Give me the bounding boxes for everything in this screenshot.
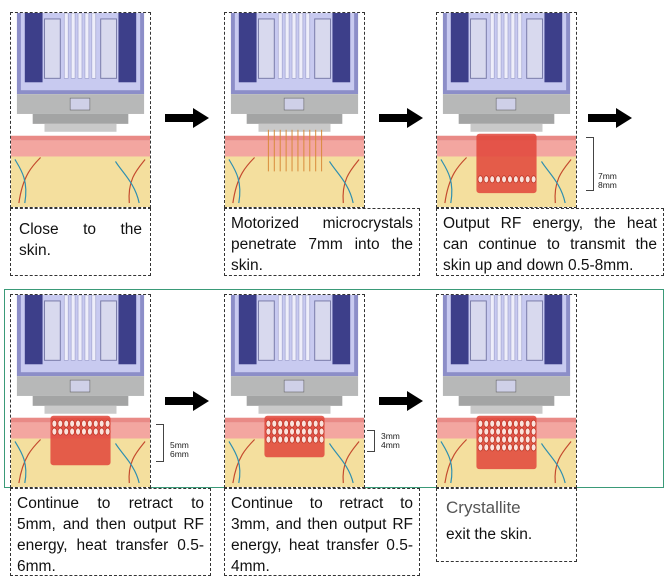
caption-step-4: Continue to retract to 5mm, and then out… [10,488,211,576]
skin-cross-section [225,135,364,207]
caption-step-2: Motorized microcrystals penetrate 7mm in… [224,208,420,276]
caption-step-1: Close to the skin. [10,208,151,276]
device-handpiece [16,13,145,132]
diagram-panel-4 [10,294,151,488]
diagram-panel-1 [10,12,151,208]
caption-step-5: Continue to retract to 3mm, and then out… [224,488,420,576]
device-handpiece [230,295,359,414]
device-handpiece [442,295,571,414]
diagram-panel-5 [224,294,365,488]
diagram-panel-2 [224,12,365,208]
arrow-right-icon [165,391,209,411]
arrow-right-icon [165,108,209,128]
diagram-panel-3 [436,12,577,208]
arrow-right-icon [379,108,423,128]
skin-cross-section [11,135,150,207]
device-handpiece [442,13,571,132]
diagram-panel-6 [436,294,577,488]
depth-bracket [156,424,164,462]
depth-bracket [367,430,375,452]
caption-step-3: Output RF energy, the heat can continue … [436,208,664,276]
arrow-right-icon [588,108,632,128]
device-handpiece [230,13,359,132]
depth-bracket [586,137,594,191]
arrow-right-icon [379,391,423,411]
device-handpiece [16,295,145,414]
